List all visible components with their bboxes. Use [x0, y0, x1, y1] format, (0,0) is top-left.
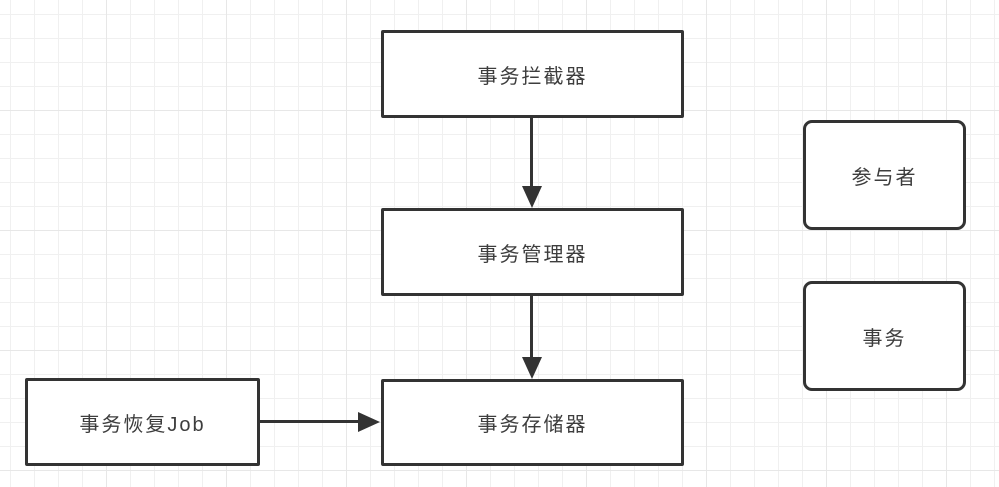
node-transaction[interactable]: 事务 [803, 281, 966, 391]
edge-recovery-job-to-store[interactable] [260, 420, 359, 423]
node-label: 参与者 [851, 166, 918, 189]
node-label: 事务管理器 [477, 243, 588, 266]
node-transaction-interceptor[interactable]: 事务拦截器 [381, 30, 684, 118]
node-label: 事务 [862, 327, 907, 350]
node-transaction-store[interactable]: 事务存储器 [381, 379, 684, 466]
node-label: 事务恢复Job [79, 413, 206, 436]
node-participant[interactable]: 参与者 [803, 120, 966, 230]
node-label: 事务存储器 [477, 414, 588, 436]
arrowhead-down-icon [522, 186, 542, 208]
node-transaction-manager[interactable]: 事务管理器 [381, 208, 684, 296]
edge-manager-to-store[interactable] [530, 296, 533, 358]
edge-interceptor-to-manager[interactable] [530, 118, 533, 188]
arrowhead-right-icon [358, 412, 380, 432]
node-transaction-recovery-job[interactable]: 事务恢复Job [25, 378, 260, 466]
node-label: 事务拦截器 [477, 65, 588, 88]
arrowhead-down-icon [522, 357, 542, 379]
